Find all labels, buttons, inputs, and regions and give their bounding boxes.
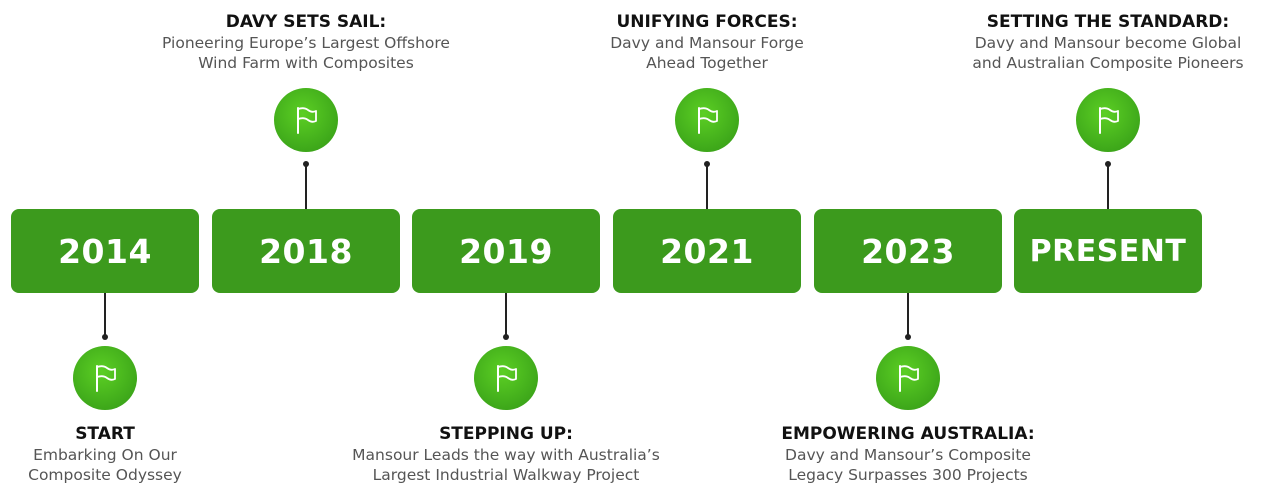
year-label: 2019 bbox=[459, 231, 553, 271]
year-box-present: PRESENT bbox=[1014, 209, 1202, 293]
connector-dot bbox=[102, 334, 108, 340]
connector-dot bbox=[303, 161, 309, 167]
connector-line bbox=[102, 293, 108, 340]
flag-badge bbox=[876, 346, 940, 410]
flag-badge bbox=[675, 88, 739, 152]
flag-icon bbox=[96, 365, 116, 392]
year-box-2014: 2014 bbox=[11, 209, 199, 293]
year-label: 2014 bbox=[58, 231, 152, 271]
year-box-2019: 2019 bbox=[412, 209, 600, 293]
year-box-2018: 2018 bbox=[212, 209, 400, 293]
milestone-title: STEPPING UP: bbox=[439, 424, 573, 444]
connector-dot bbox=[503, 334, 509, 340]
milestone-title: DAVY SETS SAIL: bbox=[225, 12, 387, 32]
year-label: 2023 bbox=[861, 231, 955, 271]
flag-icon bbox=[497, 365, 517, 392]
milestone-text: SETTING THE STANDARD: Davy and Mansour b… bbox=[908, 11, 1285, 73]
connector-dot bbox=[1105, 161, 1111, 167]
flag-badge bbox=[1076, 88, 1140, 152]
year-label: 2021 bbox=[660, 231, 754, 271]
flag-badge bbox=[73, 346, 137, 410]
milestone-description: Pioneering Europe’s Largest Offshore Win… bbox=[162, 34, 450, 72]
milestone-description: Embarking On Our Composite Odyssey bbox=[28, 446, 182, 484]
flag-icon bbox=[899, 365, 919, 392]
milestone-title: EMPOWERING AUSTRALIA: bbox=[781, 424, 1035, 444]
connector-line bbox=[905, 293, 911, 340]
milestone-title: START bbox=[75, 424, 135, 444]
flag-badge bbox=[274, 88, 338, 152]
milestone-description: Davy and Mansour’s Composite Legacy Surp… bbox=[785, 446, 1031, 484]
connector-line bbox=[303, 161, 309, 209]
flag-icon bbox=[1099, 107, 1119, 134]
connector-line bbox=[704, 161, 710, 209]
milestone-text: STEPPING UP: Mansour Leads the way with … bbox=[306, 423, 706, 485]
flag-icon bbox=[698, 107, 718, 134]
flag-icon bbox=[297, 107, 317, 134]
milestone-text: EMPOWERING AUSTRALIA: Davy and Mansour’s… bbox=[708, 423, 1108, 485]
milestone-description: Mansour Leads the way with Australia’s L… bbox=[352, 446, 660, 484]
milestone-description: Davy and Mansour become Global and Austr… bbox=[972, 34, 1244, 72]
year-box-2023: 2023 bbox=[814, 209, 1002, 293]
year-label: PRESENT bbox=[1029, 233, 1187, 269]
milestone-text: DAVY SETS SAIL: Pioneering Europe’s Larg… bbox=[106, 11, 506, 73]
milestone-text: UNIFYING FORCES: Davy and Mansour Forge … bbox=[507, 11, 907, 73]
flag-badge bbox=[474, 346, 538, 410]
milestone-text: START Embarking On Our Composite Odyssey bbox=[0, 423, 305, 485]
connector-line bbox=[503, 293, 509, 340]
milestone-title: SETTING THE STANDARD: bbox=[986, 12, 1230, 32]
year-box-2021: 2021 bbox=[613, 209, 801, 293]
connector-dot bbox=[704, 161, 710, 167]
connector-line bbox=[1105, 161, 1111, 209]
year-label: 2018 bbox=[259, 231, 353, 271]
milestone-title: UNIFYING FORCES: bbox=[616, 12, 798, 32]
milestone-description: Davy and Mansour Forge Ahead Together bbox=[610, 34, 804, 72]
connector-dot bbox=[905, 334, 911, 340]
